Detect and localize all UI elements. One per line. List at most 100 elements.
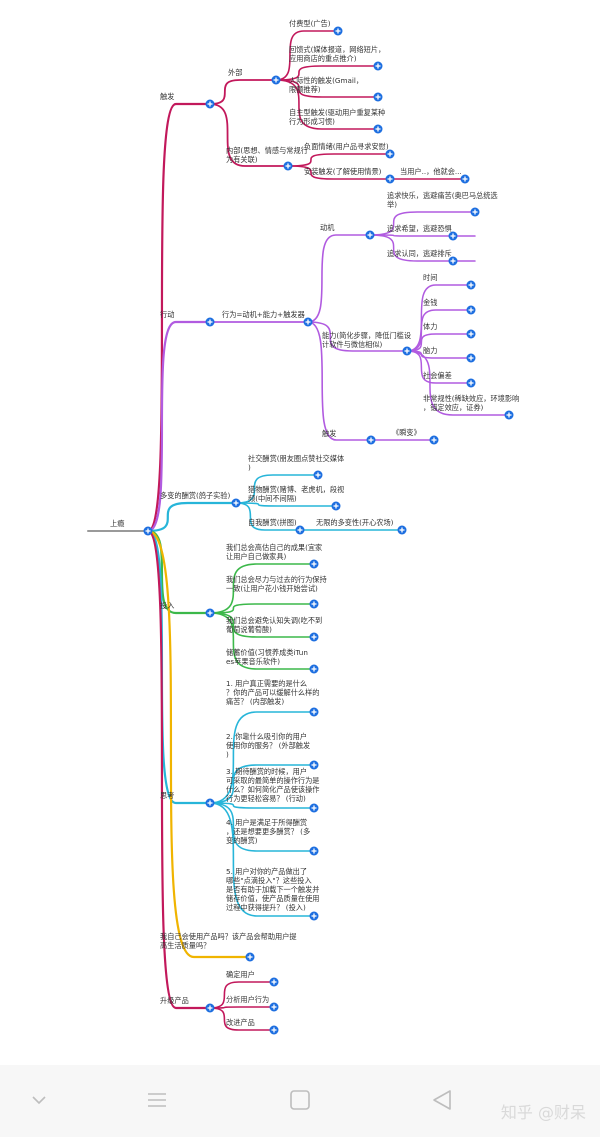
branch-line	[307, 234, 371, 323]
branch-line	[406, 350, 510, 416]
branch-line	[235, 474, 319, 504]
expand-node-button[interactable]	[309, 707, 319, 717]
expand-node-button[interactable]	[466, 329, 476, 339]
menu-icon[interactable]	[146, 1089, 168, 1111]
formula-label: 行为=动机+能力+触发器	[222, 310, 305, 319]
expand-node-button[interactable]	[309, 911, 319, 921]
expand-node-button[interactable]	[397, 525, 407, 535]
branch-line	[209, 981, 275, 1009]
thinking-question-label: 5. 用户对你的产品做出了哪些"点滴投入"？这些投入是否有助于加载下一个触发并储…	[226, 867, 319, 912]
expand-node-button[interactable]	[309, 632, 319, 642]
branch-line	[275, 79, 379, 130]
ability-item-label: 社会偏差	[423, 371, 452, 380]
motivation-item-label: 追求快乐，逃避痛苦(奥巴马总统选举)	[387, 191, 498, 209]
external-trigger-label: 回馈式(媒体报道，网络短片，应用商店的重点推介)	[289, 45, 385, 63]
reward-item-label: 猎物酬赏(赌博、老虎机，段视频(中间不间隔)	[248, 485, 344, 503]
internal-label: 内部(思想、情感与常规行为有关联)	[226, 146, 308, 164]
branch-line	[406, 284, 472, 352]
expand-node-button[interactable]	[402, 346, 412, 356]
expand-node-button[interactable]	[448, 231, 458, 241]
upgrade-item-label: 分析用户行为	[226, 995, 269, 1004]
expand-node-button[interactable]	[309, 664, 319, 674]
main-branch-expand-button[interactable]	[205, 99, 215, 109]
expand-node-button[interactable]	[309, 760, 319, 770]
expand-node-button[interactable]	[283, 161, 293, 171]
expand-node-button[interactable]	[333, 26, 343, 36]
branch-line	[209, 612, 315, 670]
branch-line	[209, 1007, 275, 1031]
question-expand-button[interactable]	[245, 952, 255, 962]
expand-node-button[interactable]	[303, 317, 313, 327]
expand-node-button[interactable]	[309, 846, 319, 856]
main-branch-expand-button[interactable]	[205, 798, 215, 808]
branch-line	[369, 234, 476, 262]
main-branch-label: 投入	[160, 601, 174, 610]
branch-line	[209, 802, 315, 809]
branch-line	[209, 79, 277, 105]
invest-item-label: 我们总会高估自己的成果(宜家让用户自己做家具)	[226, 543, 322, 561]
main-branch-expand-button[interactable]	[205, 1003, 215, 1013]
expand-node-button[interactable]	[269, 1002, 279, 1012]
external-label: 外部	[228, 68, 242, 77]
expand-node-button[interactable]	[385, 149, 395, 159]
home-square-icon[interactable]	[289, 1089, 311, 1111]
main-branch-label: 多变的酬赏(鸽子实验)	[160, 491, 230, 500]
chevron-down-icon[interactable]	[28, 1089, 50, 1111]
expand-node-button[interactable]	[460, 174, 470, 184]
book-label: 《瞬变》	[392, 428, 421, 437]
main-branch-expand-button[interactable]	[231, 498, 241, 508]
main-branch-expand-button[interactable]	[205, 608, 215, 618]
back-triangle-icon[interactable]	[430, 1088, 454, 1112]
external-trigger-label: 人际性的触发(Gmail，限额推荐)	[289, 76, 363, 94]
expand-node-button[interactable]	[269, 977, 279, 987]
expand-node-button[interactable]	[504, 410, 514, 420]
expand-node-button[interactable]	[309, 803, 319, 813]
action-trigger-label: 触发	[322, 429, 336, 438]
branch-line	[406, 333, 472, 352]
motivation-label: 动机	[320, 223, 335, 232]
branch-line	[209, 764, 315, 804]
expand-node-button[interactable]	[373, 61, 383, 71]
ability-item-label: 时间	[423, 273, 437, 282]
main-branch-expand-button[interactable]	[205, 317, 215, 327]
root-expand-button[interactable]	[143, 526, 153, 536]
expand-node-button[interactable]	[269, 1025, 279, 1035]
expand-node-button[interactable]	[466, 305, 476, 315]
ability-label: 能力(简化步骤，降低门槛设计软件与微信相似)	[322, 331, 411, 349]
invest-item-label: 我们总会避免认知失调(吃不到葡萄说葡萄酸)	[226, 616, 322, 634]
expand-node-button[interactable]	[470, 207, 480, 217]
reward-sub-label: 无限的多变性(开心农场)	[316, 518, 394, 527]
expand-node-button[interactable]	[466, 353, 476, 363]
expand-node-button[interactable]	[373, 92, 383, 102]
branch-line	[287, 153, 391, 167]
expand-node-button[interactable]	[366, 435, 376, 445]
expand-node-button[interactable]	[429, 435, 439, 445]
expand-node-button[interactable]	[365, 230, 375, 240]
upgrade-item-label: 确定用户	[226, 970, 255, 979]
expand-node-button[interactable]	[295, 525, 305, 535]
reward-item-label: 自我酬赏(拼图)	[248, 518, 297, 527]
branch-line	[209, 103, 289, 167]
expand-node-button[interactable]	[448, 256, 458, 266]
expand-node-button[interactable]	[373, 124, 383, 134]
branch-line	[146, 320, 212, 533]
expand-node-button[interactable]	[466, 280, 476, 290]
self-question-label: 我自己会使用产品吗？该产品会帮助用户提高生活质量吗？	[160, 932, 297, 950]
expand-node-button[interactable]	[331, 501, 341, 511]
branch-line	[307, 321, 372, 441]
expand-node-button[interactable]	[313, 470, 323, 480]
thinking-question-label: 1. 用户真正需要的是什么？你的产品可以缓解什么样的痛苦？ (内部触发)	[226, 679, 319, 706]
thinking-question-label: 3. 期待酬赏的时候，用户可采取的最简单的操作行为是什么？如何简化产品使该操作行…	[226, 767, 319, 803]
expand-node-button[interactable]	[309, 559, 319, 569]
expand-node-button[interactable]	[466, 378, 476, 388]
expand-node-button[interactable]	[309, 599, 319, 609]
external-trigger-label: 付费型(广告)	[289, 19, 331, 28]
branch-line	[209, 711, 315, 804]
expand-node-button[interactable]	[271, 75, 281, 85]
expand-node-button[interactable]	[385, 174, 395, 184]
branch-line	[146, 501, 238, 533]
main-branch-label: 升级产品	[160, 996, 189, 1005]
main-branch-label: 行动	[160, 310, 174, 319]
ability-item-label: 体力	[423, 322, 437, 331]
